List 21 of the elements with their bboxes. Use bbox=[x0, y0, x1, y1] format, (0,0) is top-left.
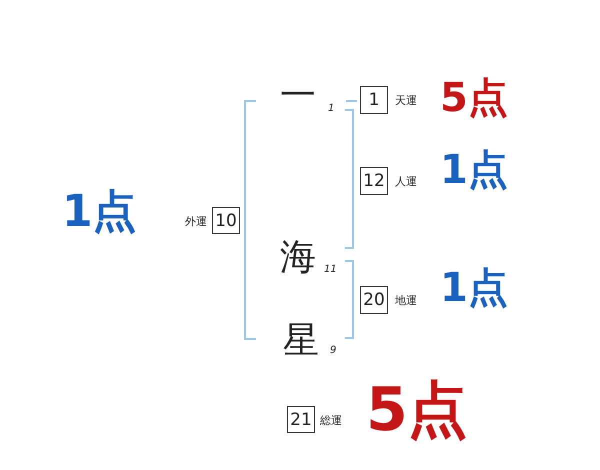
fortune-label: 天運 bbox=[395, 95, 417, 106]
number-box: 12 bbox=[360, 167, 388, 195]
score-text: 1点 bbox=[62, 190, 137, 234]
score-text: 1点 bbox=[440, 268, 508, 308]
number-box: 10 bbox=[212, 207, 240, 234]
fortune-label: 外運 bbox=[185, 216, 207, 227]
number-box: 20 bbox=[360, 286, 388, 314]
number-box: 1 bbox=[360, 86, 388, 114]
fortune-label: 地運 bbox=[395, 295, 417, 306]
stroke-count: 1 bbox=[328, 104, 334, 114]
fortune-label: 人運 bbox=[395, 176, 417, 187]
score-text: 1点 bbox=[440, 150, 508, 190]
score-text: 5点 bbox=[366, 380, 468, 440]
fortune-label: 総運 bbox=[320, 415, 342, 426]
score-text: 5点 bbox=[440, 78, 508, 118]
stroke-count: 11 bbox=[324, 265, 337, 275]
name-character: 海 bbox=[280, 240, 316, 276]
stroke-count: 9 bbox=[330, 346, 336, 356]
number-box: 21 bbox=[287, 406, 315, 433]
name-character: 一 bbox=[280, 78, 316, 114]
name-character: 星 bbox=[283, 323, 319, 359]
